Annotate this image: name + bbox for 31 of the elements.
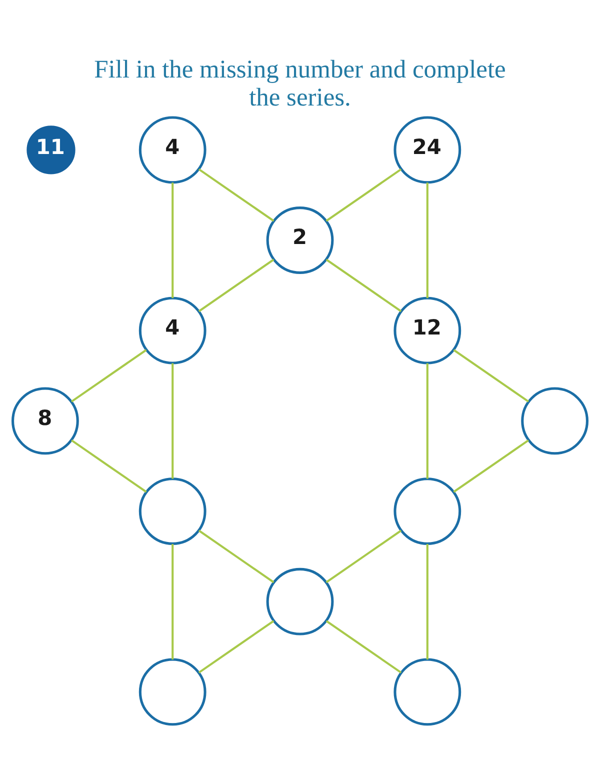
connector [198,530,274,584]
connector [453,349,530,402]
node-circle [138,478,206,545]
connector [326,530,402,584]
connector [198,258,274,312]
node-circle: 4 [138,296,206,364]
connector [453,439,529,493]
node-circle: 12 [394,296,462,364]
node-circle [521,387,588,455]
node-circle: 4 [138,116,206,184]
node-circle [394,658,462,726]
connector [198,620,274,674]
node-circle: 24 [394,116,462,184]
connector [326,620,402,674]
node-circle [138,658,206,726]
diagram-title: Fill in the missing number and complete the series. [94,54,506,112]
node-circle [394,478,462,545]
connector [172,363,174,479]
node-circle [266,568,334,636]
connector [326,258,402,312]
connector [426,544,428,660]
connector [172,544,174,660]
node-circle: 2 [266,206,334,274]
connector [426,363,428,479]
connector [326,168,402,222]
connector [71,439,147,493]
node-circle: 8 [12,387,79,455]
connector [198,168,274,222]
connector [426,182,428,298]
connector [172,182,174,298]
connector [70,349,147,402]
